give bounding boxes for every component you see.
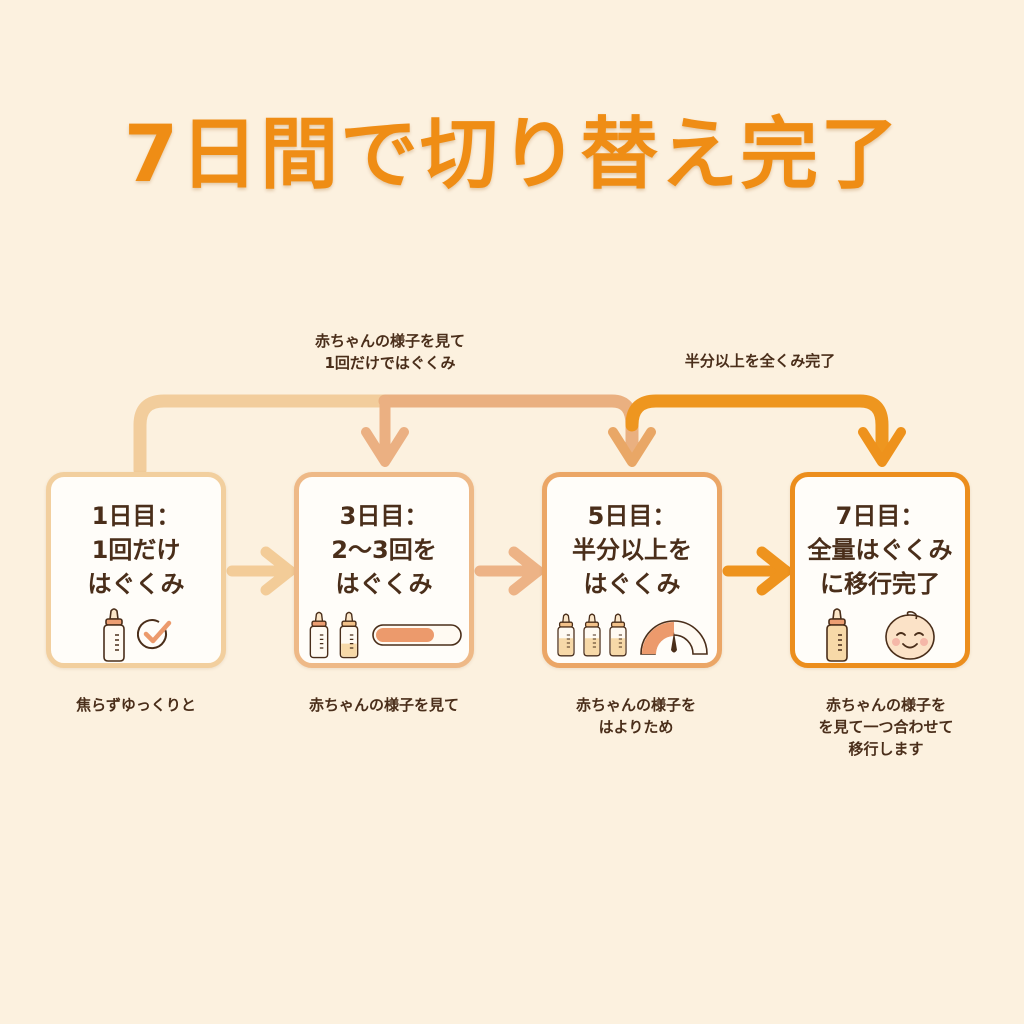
- baby-bottle-icon: [103, 608, 125, 662]
- step-card-day5: 5日目： 半分以上を はぐくみ: [542, 472, 722, 668]
- baby-bottle-half-icon: [339, 611, 359, 659]
- baby-bottle-half-icon: [609, 613, 627, 657]
- step-heading: 7日目： 全量はぐくみ に移行完了: [807, 502, 953, 598]
- baby-bottle-half-icon: [583, 613, 601, 657]
- baby-face-icon: [885, 611, 935, 660]
- arrow-head-step2: [361, 427, 409, 467]
- note-top-left: 赤ちゃんの様子を見て 1回だけではぐくみ: [314, 332, 465, 372]
- page-title: 7日間で切り替え完了: [123, 110, 901, 200]
- step-heading: 3日目： 2〜3回を はぐくみ: [331, 502, 437, 598]
- step-caption-day3: 赤ちゃんの様子を見て: [308, 696, 459, 714]
- baby-bottle-half-icon: [557, 613, 575, 657]
- step-card-day1: 1日目： 1回だけ はぐくみ: [46, 472, 226, 668]
- arrow-1-to-2: [226, 546, 296, 596]
- baby-bottle-full-icon: [826, 608, 848, 662]
- step-card-day7: 7日目： 全量はぐくみ に移行完了: [790, 472, 970, 668]
- step-caption-day1: 焦らずゆっくりと: [76, 696, 196, 714]
- top-arrow-1-to-3: [133, 394, 889, 477]
- step-caption-day5: 赤ちゃんの様子を はよりため: [575, 696, 696, 736]
- gauge-icon: [640, 620, 708, 655]
- arrow-head-step3: [608, 427, 656, 467]
- check-circle-icon: [137, 619, 172, 650]
- arrow-3-to-4: [722, 546, 792, 596]
- baby-bottle-icon: [309, 611, 329, 659]
- note-top-right: 半分以上を全くみ完了: [684, 352, 836, 370]
- step-caption-day7: 赤ちゃんの様子を を見て一つ合わせて 移行します: [818, 696, 954, 758]
- step-card-day3: 3日目： 2〜3回を はぐくみ: [294, 472, 474, 668]
- step-heading: 5日目： 半分以上を はぐくみ: [572, 502, 692, 598]
- progress-bar-icon: [372, 624, 462, 646]
- arrow-head-step4: [858, 427, 906, 467]
- step-heading: 1日目： 1回だけ はぐくみ: [87, 502, 185, 598]
- arrow-2-to-3: [474, 546, 544, 596]
